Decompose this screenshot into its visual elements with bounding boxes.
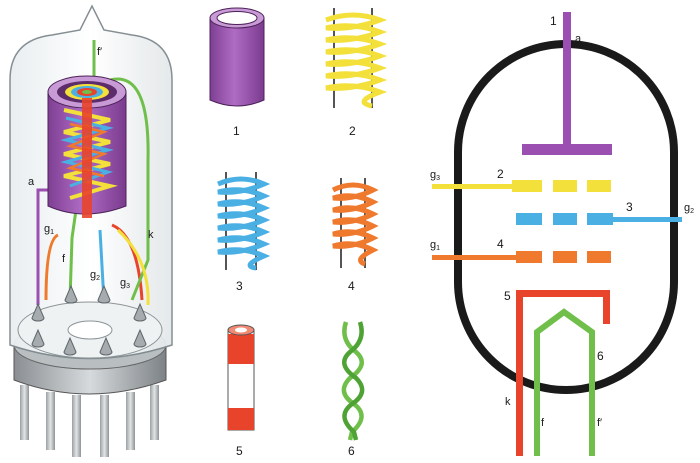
part-grid-yellow	[325, 8, 388, 109]
part-heater	[341, 321, 365, 441]
schematic-label-k: k	[505, 396, 511, 408]
schematic-number-3: 3	[626, 200, 633, 214]
tube-pins	[20, 385, 159, 457]
part-number-1: 1	[233, 124, 240, 138]
schematic-anode	[522, 12, 612, 155]
schematic-label-g1: g1	[430, 239, 440, 252]
tube-label-a: a	[28, 176, 35, 188]
tube-label-k: k	[148, 229, 154, 241]
schematic-number-5: 5	[504, 289, 511, 303]
schematic-number-2: 2	[497, 167, 504, 181]
part-grid-orange	[331, 178, 379, 268]
schematic-label-g3: g3	[430, 169, 440, 182]
schematic-cathode	[516, 290, 610, 456]
schematic-label-a: a	[575, 33, 582, 45]
part-anode-cylinder	[209, 7, 265, 107]
tube-lead-wires	[36, 40, 150, 306]
schematic-number-4: 4	[497, 237, 504, 251]
tube-label-f: f	[62, 253, 66, 265]
part-number-5: 5	[236, 444, 243, 458]
part-number-6: 6	[348, 444, 355, 458]
part-number-3: 3	[236, 279, 243, 293]
schematic-heater	[534, 308, 595, 456]
schematic-grid-g3	[432, 180, 611, 192]
tube-schematic: 1 a g3 2 3 g2 g1 4	[430, 12, 694, 456]
schematic-grid-g2	[516, 213, 682, 225]
tube-label-f-prime: f′	[97, 46, 102, 58]
schematic-number-6: 6	[597, 349, 604, 363]
schematic-label-f-prime: f′	[597, 417, 602, 429]
schematic-grid-g1	[432, 251, 611, 263]
parts-panel: 1 2 3 4 5	[209, 7, 388, 458]
schematic-number-1: 1	[550, 14, 557, 28]
part-grid-blue	[217, 172, 271, 271]
tube-socket-pins	[31, 284, 147, 356]
tube-label-g1: g1	[44, 223, 54, 236]
tube-illustration: f′ a g1 k f g2 g3	[9, 4, 173, 457]
tube-label-g3: g3	[120, 277, 130, 290]
part-number-2: 2	[349, 124, 356, 138]
tube-anode-cylinder	[47, 75, 127, 218]
schematic-label-g2: g2	[684, 202, 694, 215]
tube-label-g2: g2	[90, 269, 100, 282]
part-cathode	[227, 324, 255, 431]
schematic-label-f: f	[541, 417, 545, 429]
part-number-4: 4	[348, 279, 355, 293]
